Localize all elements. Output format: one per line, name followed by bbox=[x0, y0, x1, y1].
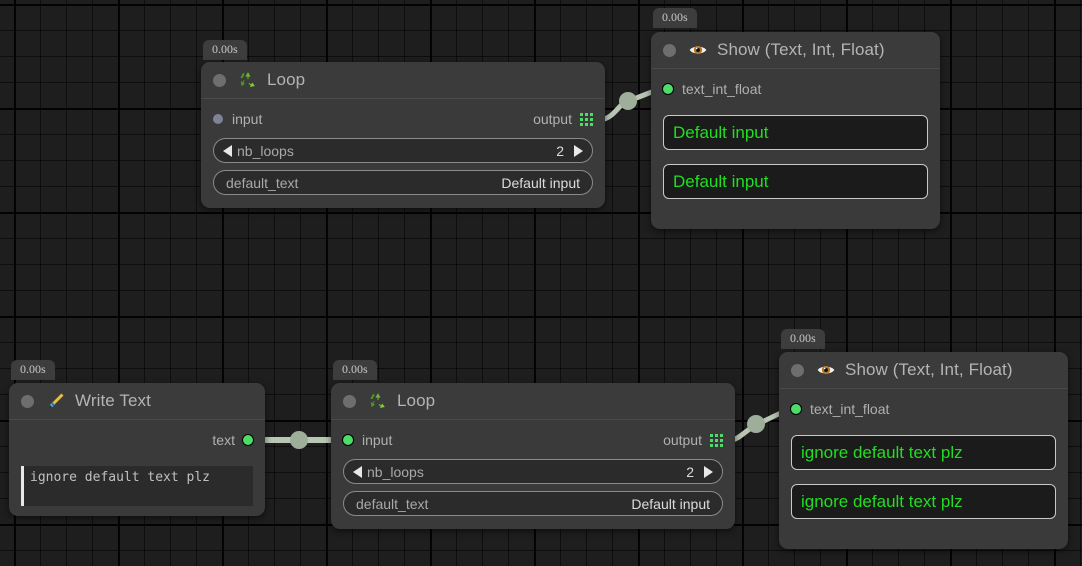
param-default-text-field[interactable]: default_text Default input bbox=[213, 170, 593, 195]
node-loop-top[interactable]: Loop input output nb_loops 2 defa bbox=[201, 62, 605, 208]
param-name: nb_loops bbox=[237, 142, 294, 159]
increment-arrow-icon[interactable] bbox=[574, 144, 583, 157]
input-port-label: input bbox=[362, 432, 393, 448]
node-title: Loop bbox=[397, 391, 436, 410]
port-row-loop-top: input output bbox=[213, 107, 593, 131]
node-body-show-bottom: text_int_float ignore default text plz i… bbox=[779, 389, 1068, 531]
node-body-show-top: text_int_float Default input Default inp… bbox=[651, 69, 940, 211]
eye-icon bbox=[817, 365, 835, 375]
node-write-text[interactable]: Write Text text ignore default text plz bbox=[9, 383, 265, 516]
param-name: default_text bbox=[356, 495, 429, 512]
param-nb-loops-stepper[interactable]: nb_loops 2 bbox=[213, 138, 593, 163]
input-port-dot[interactable] bbox=[791, 404, 801, 414]
output-port-label: text bbox=[212, 432, 235, 448]
decrement-arrow-icon[interactable] bbox=[223, 144, 232, 157]
param-value: Default input bbox=[631, 495, 710, 512]
text-input-value: ignore default text plz bbox=[30, 470, 211, 485]
param-default-text-field[interactable]: default_text Default input bbox=[343, 491, 723, 516]
input-port-label: input bbox=[232, 111, 263, 127]
node-title: Show (Text, Int, Float) bbox=[717, 40, 885, 59]
node-show-bottom[interactable]: Show (Text, Int, Float) text_int_float i… bbox=[779, 352, 1068, 549]
output-grid-icon[interactable] bbox=[710, 433, 723, 447]
node-timing-badge-show-top: 0.00s bbox=[653, 8, 697, 29]
increment-arrow-icon[interactable] bbox=[704, 465, 713, 478]
param-value: 2 bbox=[556, 142, 564, 159]
node-header-write-text[interactable]: Write Text bbox=[9, 383, 265, 420]
output-value-text: ignore default text plz bbox=[801, 442, 963, 462]
input-port-dot[interactable] bbox=[213, 114, 223, 124]
param-nb-loops-stepper[interactable]: nb_loops 2 bbox=[343, 459, 723, 484]
text-caret bbox=[21, 466, 24, 506]
port-row-write-text: text bbox=[21, 428, 253, 452]
node-header-loop-top[interactable]: Loop bbox=[201, 62, 605, 99]
output-value-box: ignore default text plz bbox=[791, 484, 1056, 519]
recycle-icon bbox=[370, 393, 385, 408]
output-value-text: ignore default text plz bbox=[801, 491, 963, 511]
node-title: Loop bbox=[267, 70, 306, 89]
node-timing-badge-show-bottom: 0.00s bbox=[781, 329, 825, 350]
output-value-text: Default input bbox=[673, 171, 769, 191]
node-title: Show (Text, Int, Float) bbox=[845, 360, 1013, 379]
port-row-show-bottom: text_int_float bbox=[791, 397, 1056, 421]
node-body-loop-bottom: input output nb_loops 2 default_text Def… bbox=[331, 420, 735, 528]
output-grid-icon[interactable] bbox=[580, 112, 593, 126]
node-collapse-dot[interactable] bbox=[21, 394, 34, 408]
node-body-loop-top: input output nb_loops 2 default_text Def… bbox=[201, 99, 605, 207]
output-port-dot[interactable] bbox=[243, 435, 253, 445]
text-input-area[interactable]: ignore default text plz bbox=[21, 466, 253, 506]
node-header-show-bottom[interactable]: Show (Text, Int, Float) bbox=[779, 352, 1068, 389]
port-row-loop-bottom: input output bbox=[343, 428, 723, 452]
output-value-box: Default input bbox=[663, 115, 928, 150]
node-header-show-top[interactable]: Show (Text, Int, Float) bbox=[651, 32, 940, 69]
output-value-text: Default input bbox=[673, 122, 769, 142]
output-port-label: output bbox=[663, 432, 702, 448]
node-collapse-dot[interactable] bbox=[343, 394, 356, 408]
recycle-icon bbox=[240, 72, 255, 87]
output-value-box: Default input bbox=[663, 164, 928, 199]
node-collapse-dot[interactable] bbox=[663, 43, 676, 57]
node-timing-badge-loop-bottom: 0.00s bbox=[333, 360, 377, 381]
node-timing-badge-write-text: 0.00s bbox=[11, 360, 55, 381]
node-loop-bottom[interactable]: Loop input output nb_loops 2 defa bbox=[331, 383, 735, 529]
node-show-top[interactable]: Show (Text, Int, Float) text_int_float D… bbox=[651, 32, 940, 229]
input-port-dot[interactable] bbox=[343, 435, 353, 445]
param-name: nb_loops bbox=[367, 463, 424, 480]
node-collapse-dot[interactable] bbox=[791, 363, 804, 377]
node-collapse-dot[interactable] bbox=[213, 73, 226, 87]
param-value: 2 bbox=[686, 463, 694, 480]
param-value: Default input bbox=[501, 174, 580, 191]
output-port-label: output bbox=[533, 111, 572, 127]
eye-icon bbox=[689, 45, 707, 55]
node-body-write-text: text ignore default text plz bbox=[9, 420, 265, 518]
node-timing-badge-loop-top: 0.00s bbox=[203, 40, 247, 61]
port-row-show-top: text_int_float bbox=[663, 77, 928, 101]
pen-nib-icon bbox=[48, 393, 64, 409]
decrement-arrow-icon[interactable] bbox=[353, 465, 362, 478]
input-port-label: text_int_float bbox=[810, 401, 890, 417]
output-value-box: ignore default text plz bbox=[791, 435, 1056, 470]
node-title: Write Text bbox=[75, 391, 151, 410]
param-name: default_text bbox=[226, 174, 299, 191]
input-port-dot[interactable] bbox=[663, 84, 673, 94]
node-header-loop-bottom[interactable]: Loop bbox=[331, 383, 735, 420]
edge-write-text-to-loop-bottom[interactable] bbox=[259, 431, 340, 449]
input-port-label: text_int_float bbox=[682, 81, 762, 97]
